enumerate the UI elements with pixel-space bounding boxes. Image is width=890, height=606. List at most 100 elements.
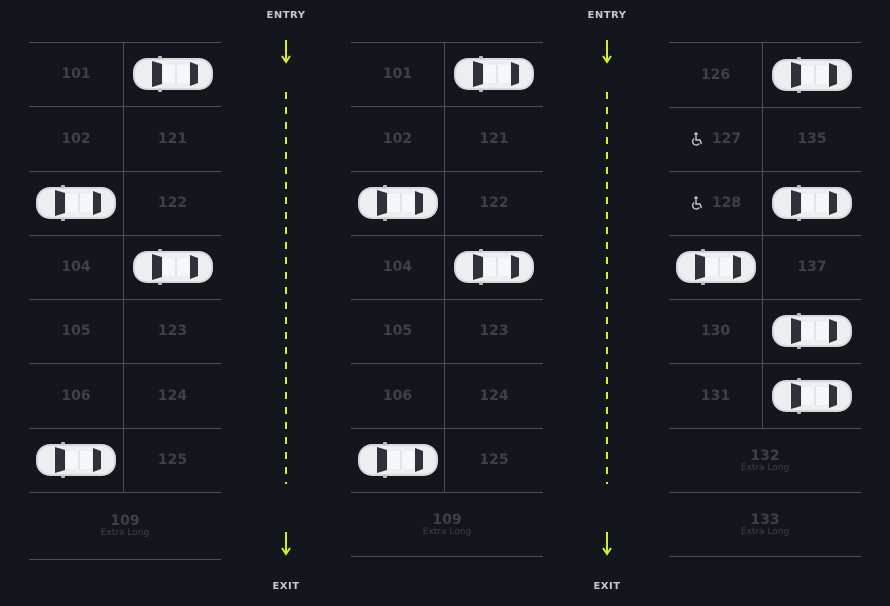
spot-number: 104 [382, 259, 413, 275]
parking-spot[interactable]: 122 [445, 171, 543, 235]
spot-number: 106 [382, 387, 413, 404]
parking-spot[interactable]: 124 [445, 363, 543, 428]
parking-spot-extra-long[interactable]: 132 Extra Long [669, 428, 861, 492]
parking-spot-occupied[interactable] [445, 42, 543, 106]
parking-spot-occupied[interactable] [351, 171, 444, 235]
parking-spot-accessible[interactable]: 127 [669, 107, 762, 171]
car-icon [771, 312, 853, 350]
spot-number: 102 [61, 130, 91, 147]
parking-spot[interactable]: 106 [29, 363, 123, 428]
parking-spot[interactable]: 123 [124, 299, 221, 363]
parking-spot[interactable]: 124 [124, 363, 221, 428]
spot-number: 104 [61, 259, 91, 275]
spot-number: 127 [711, 131, 742, 147]
parking-spot[interactable]: 104 [351, 235, 444, 299]
car-icon [771, 56, 853, 94]
parking-spot[interactable]: 123 [445, 299, 543, 363]
parking-spot[interactable]: 121 [445, 106, 543, 171]
entry-label: ENTRY [587, 10, 627, 21]
parking-spot-occupied[interactable] [124, 235, 221, 299]
parking-spot-occupied[interactable] [763, 42, 861, 107]
parking-spot-occupied[interactable] [763, 299, 861, 363]
parking-spot-occupied[interactable] [29, 171, 123, 235]
entry-label: ENTRY [266, 10, 306, 21]
arrow-down-icon [281, 532, 291, 556]
parking-spot-occupied[interactable] [124, 42, 221, 106]
spot-number: 124 [157, 387, 188, 404]
spot-number: 126 [700, 66, 731, 83]
parking-spot[interactable]: 126 [669, 42, 762, 107]
spot-number: 131 [700, 387, 731, 404]
spot-number: 105 [382, 323, 413, 339]
spot-number: 125 [479, 452, 509, 468]
parking-spot[interactable]: 102 [351, 106, 444, 171]
parking-spot[interactable]: 101 [29, 42, 123, 106]
parking-spot-extra-long[interactable]: 109 Extra Long [351, 492, 543, 556]
parking-spot-occupied[interactable] [763, 363, 861, 428]
spot-number: 121 [479, 130, 509, 147]
arrow-down-icon [281, 40, 291, 64]
spot-number: 123 [157, 323, 188, 339]
spot-number: 109 [110, 513, 140, 529]
spot-number: 101 [382, 66, 413, 82]
spot-number: 137 [797, 259, 827, 275]
parking-spot-extra-long[interactable]: 133 Extra Long [669, 492, 861, 556]
parking-spot-occupied[interactable] [445, 235, 543, 299]
car-icon [771, 184, 853, 222]
parking-spot[interactable]: 102 [29, 106, 123, 171]
parking-spot[interactable]: 125 [445, 428, 543, 492]
lane-divider [285, 92, 287, 484]
parking-spot-accessible[interactable]: 128 [669, 171, 762, 235]
parking-spot[interactable]: 104 [29, 235, 123, 299]
parking-spot[interactable]: 130 [669, 299, 762, 363]
parking-spot[interactable]: 106 [351, 363, 444, 428]
spot-number: 122 [479, 195, 509, 211]
parking-spot-extra-long[interactable]: 109 Extra Long [29, 492, 221, 559]
parking-spot[interactable]: 105 [351, 299, 444, 363]
arrow-down-icon [602, 40, 612, 64]
spot-number: 130 [700, 323, 731, 339]
spot-number: 124 [479, 387, 509, 404]
exit-label: EXIT [272, 581, 300, 592]
arrow-down-icon [602, 532, 612, 556]
car-icon [453, 248, 535, 286]
lane-divider [606, 92, 608, 484]
parking-spot[interactable]: 122 [124, 171, 221, 235]
wheelchair-icon [690, 132, 704, 146]
car-icon [357, 441, 439, 479]
spot-type-label: Extra Long [422, 526, 472, 537]
spot-number: 121 [157, 130, 188, 147]
exit-label: EXIT [593, 581, 621, 592]
car-icon [132, 55, 214, 93]
spot-number: 122 [157, 195, 188, 211]
spot-number: 125 [157, 452, 188, 468]
parking-spot[interactable]: 105 [29, 299, 123, 363]
parking-spot[interactable]: 135 [763, 107, 861, 171]
car-icon [132, 248, 214, 286]
car-icon [453, 55, 535, 93]
car-icon [675, 248, 757, 286]
parking-spot[interactable]: 125 [124, 428, 221, 492]
spot-number: 133 [750, 511, 780, 528]
wheelchair-icon [690, 196, 704, 210]
spot-number: 132 [750, 447, 780, 464]
parking-spot[interactable]: 101 [351, 42, 444, 106]
car-icon [35, 184, 117, 222]
parking-spot-occupied[interactable] [351, 428, 444, 492]
parking-spot[interactable]: 131 [669, 363, 762, 428]
spot-number: 128 [711, 195, 742, 211]
spot-number: 135 [797, 131, 827, 147]
spot-number: 109 [432, 511, 462, 528]
spot-number: 101 [61, 66, 91, 82]
spot-type-label: Extra Long [740, 462, 790, 473]
parking-spot-occupied[interactable] [669, 235, 762, 299]
spot-type-label: Extra Long [100, 528, 150, 538]
parking-spot-occupied[interactable] [29, 428, 123, 492]
spot-type-label: Extra Long [740, 526, 790, 537]
spot-number: 106 [61, 387, 91, 404]
parking-spot[interactable]: 121 [124, 106, 221, 171]
car-icon [35, 441, 117, 479]
spot-number: 105 [61, 323, 91, 339]
parking-spot[interactable]: 137 [763, 235, 861, 299]
parking-spot-occupied[interactable] [763, 171, 861, 235]
